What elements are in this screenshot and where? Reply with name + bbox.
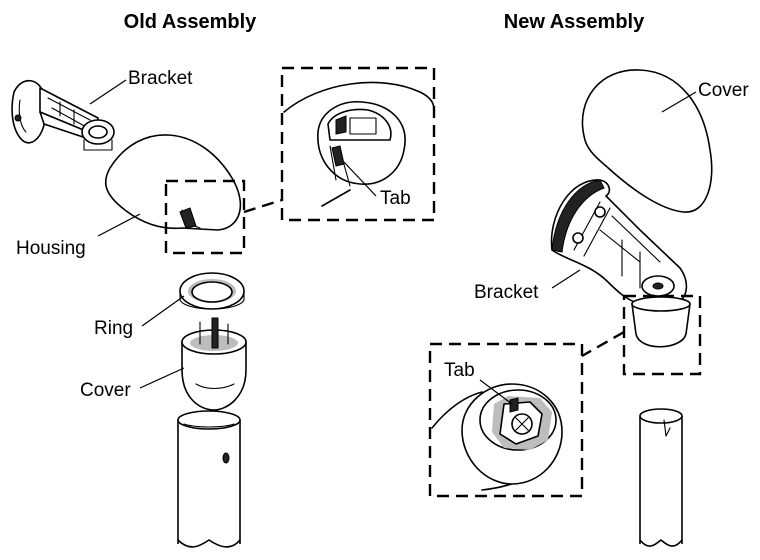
old-callout-small-box [164, 179, 246, 255]
new-assembly-title: New Assembly [504, 11, 645, 33]
new-callout-connector [581, 330, 625, 358]
new-callout-large-box [428, 342, 584, 498]
old-cover-label: Cover [80, 380, 131, 401]
old-cover-drawing [181, 317, 247, 411]
old-tab-label: Tab [380, 188, 411, 209]
old-tab-leader [343, 161, 377, 197]
new-assembly: New Assembly Cover Bracket [428, 11, 749, 547]
new-bracket-drawing [550, 179, 688, 305]
old-bracket-leader [89, 79, 127, 105]
old-ring-leader [141, 295, 185, 327]
new-bracket-label: Bracket [474, 282, 539, 303]
old-callout-connector [243, 198, 283, 214]
new-cup-drawing [631, 296, 691, 348]
new-pole-drawing [639, 408, 683, 547]
new-callout-small-box [622, 294, 702, 376]
new-tab-label: Tab [444, 360, 475, 381]
old-callout-large-box [280, 66, 436, 222]
old-assembly: Old Assembly Bracket Housing [11, 11, 436, 548]
new-tab-detail-drawing [431, 383, 563, 491]
old-tab-detail-drawing [283, 81, 435, 207]
new-cover-drawing [581, 69, 713, 213]
old-housing-leader [97, 213, 141, 237]
old-pole-drawing [177, 410, 241, 548]
new-bracket-leader [551, 269, 581, 289]
old-assembly-title: Old Assembly [124, 11, 258, 33]
old-bracket-drawing [11, 79, 115, 151]
old-ring-label: Ring [94, 318, 133, 339]
old-bracket-label: Bracket [128, 68, 193, 89]
old-cover-leader [139, 367, 185, 389]
new-cover-label: Cover [698, 80, 749, 101]
new-tab-leader [479, 379, 513, 405]
old-housing-label: Housing [16, 238, 86, 259]
old-housing-drawing [104, 134, 242, 231]
old-ring-drawing [179, 272, 245, 310]
new-cover-leader [661, 91, 697, 113]
